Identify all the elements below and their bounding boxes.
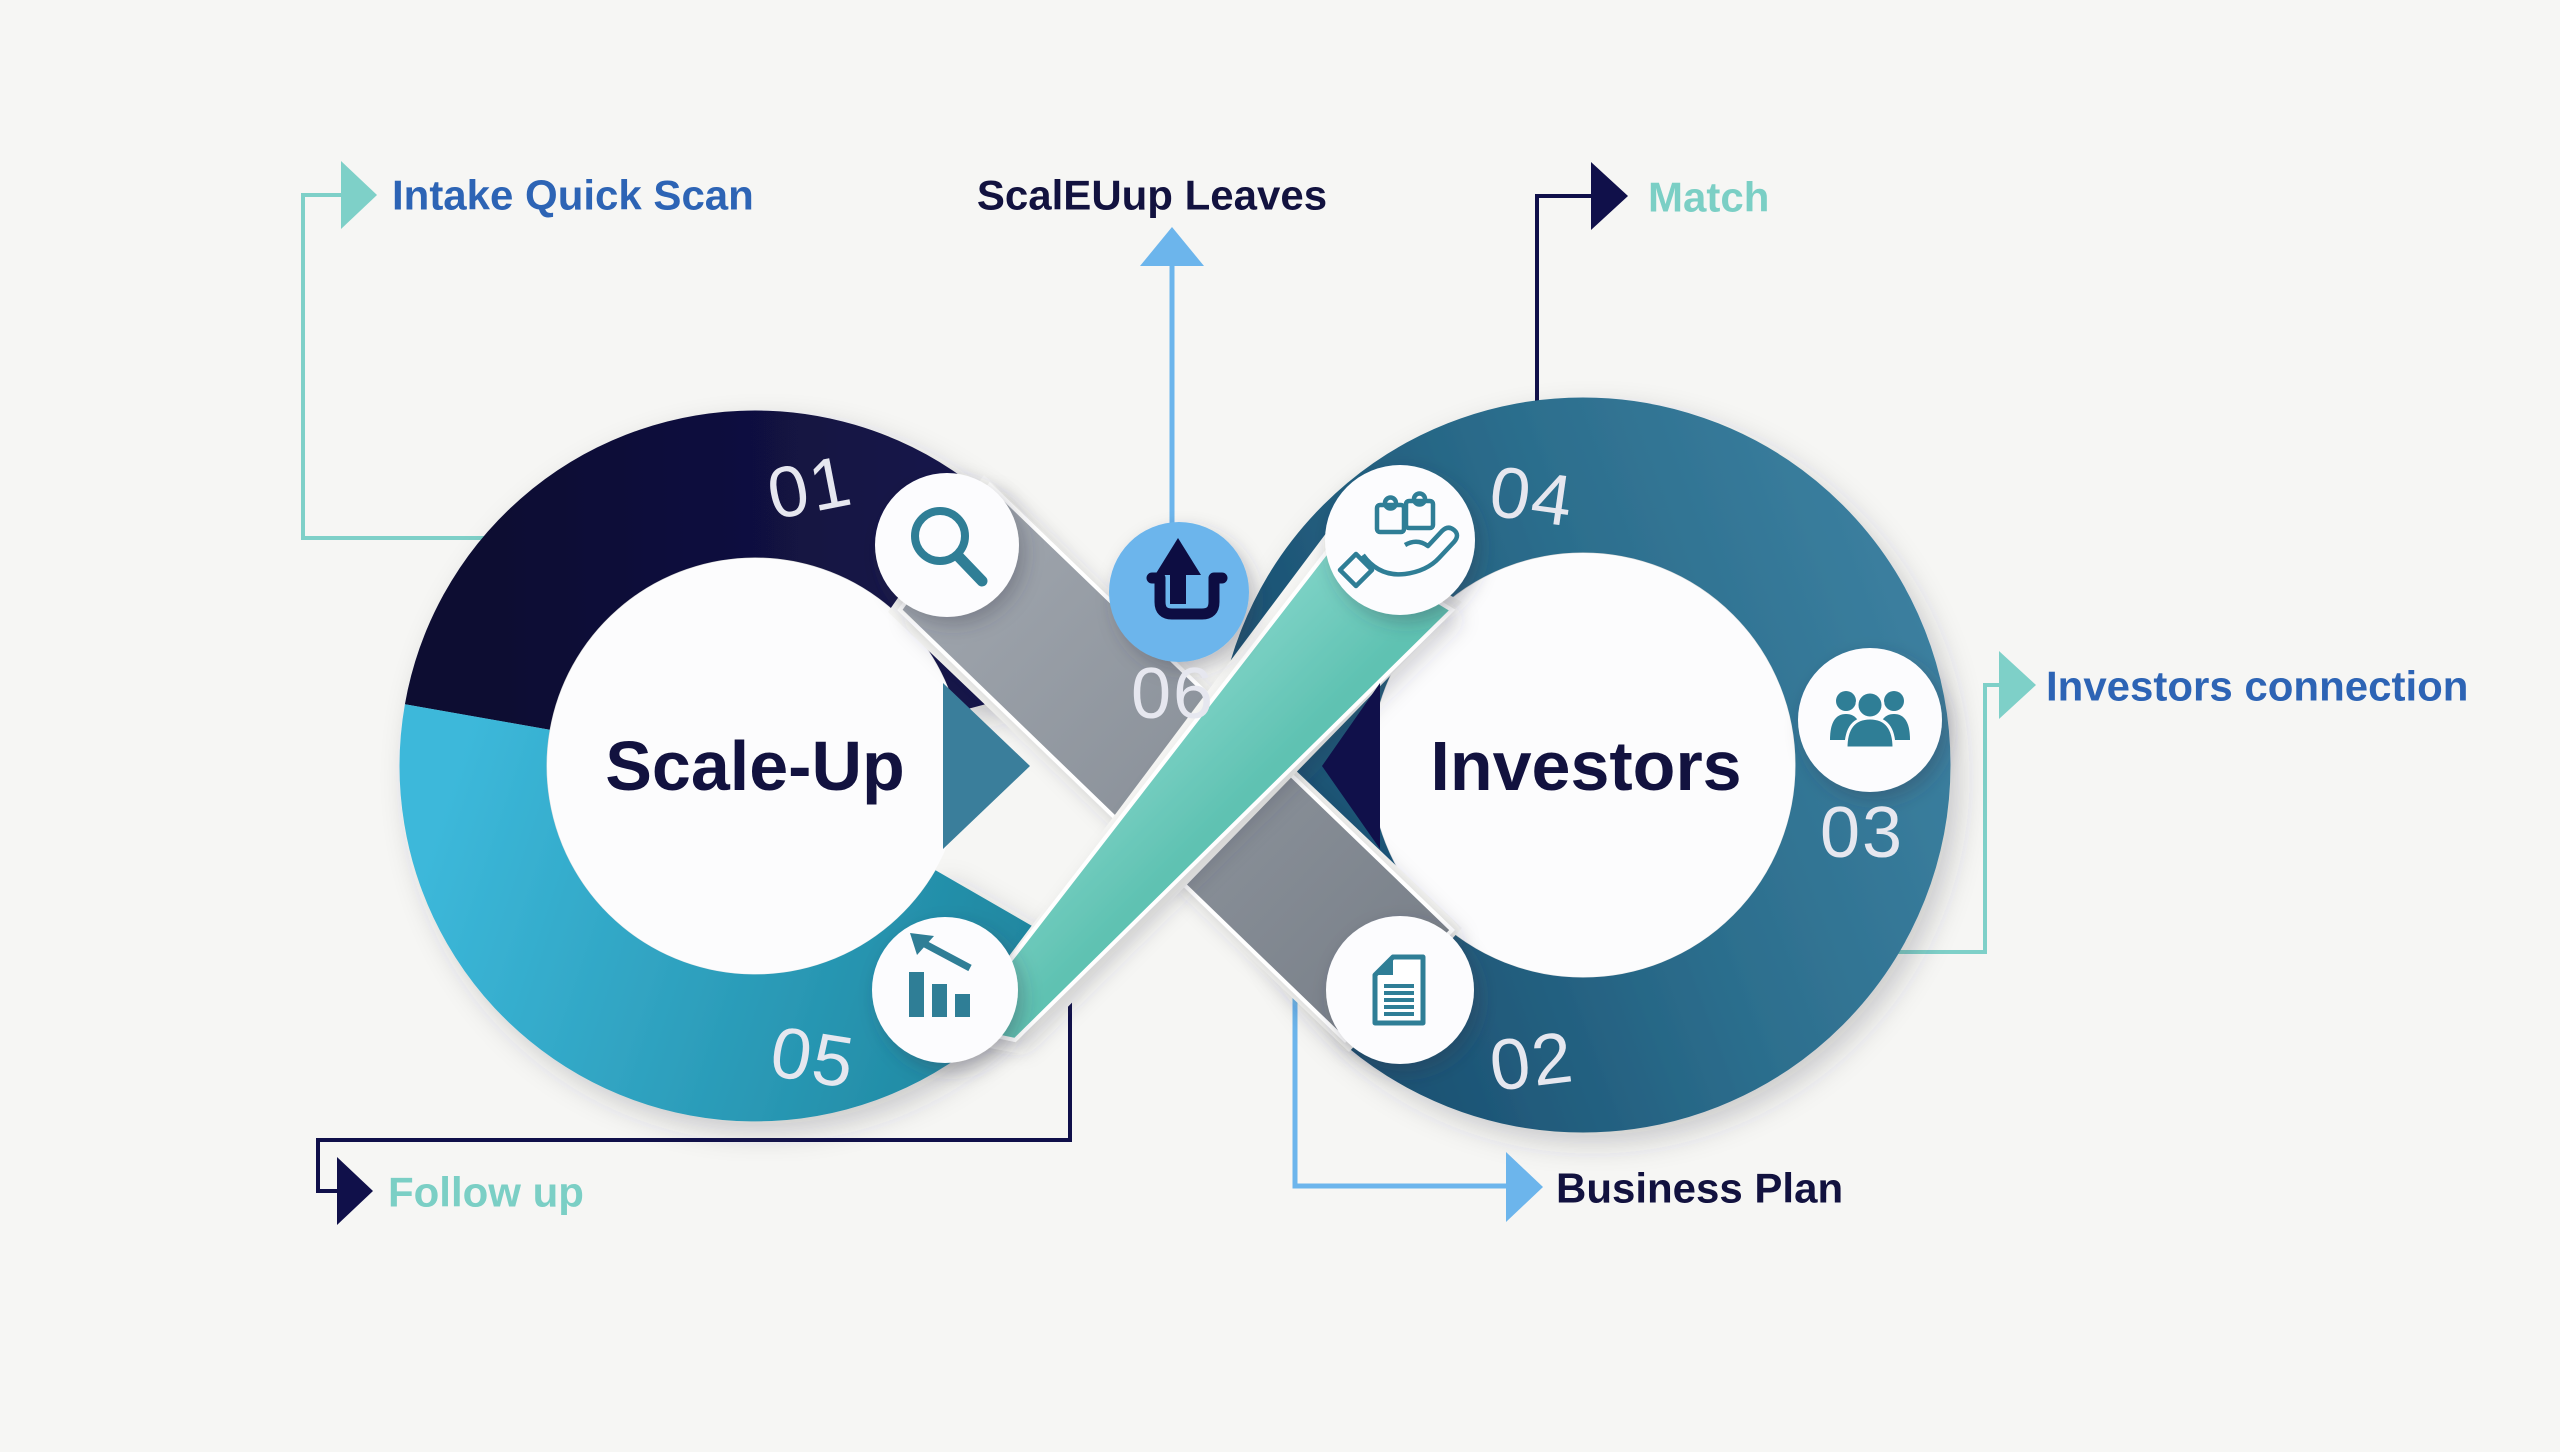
arrow-right-icon — [1999, 651, 2036, 719]
step-02-number: 02 — [1485, 1017, 1578, 1107]
arrow-right-icon — [337, 1157, 373, 1225]
intake-connector-line — [301, 193, 488, 540]
callout-intake-quick-scan: Intake Quick Scan — [341, 161, 754, 229]
callout-follow-up: Follow up — [337, 1157, 584, 1225]
investors-connection-connector-line — [1886, 683, 1999, 954]
step-03-circle — [1798, 648, 1942, 792]
step-05-number: 05 — [765, 1012, 861, 1104]
scaleup-pointer-icon — [943, 683, 1030, 849]
hand-puzzle-icon — [1337, 491, 1460, 589]
step-04-number: 04 — [1485, 452, 1579, 543]
callout-match: Match — [1591, 162, 1769, 230]
bar-chart-icon — [909, 933, 972, 1017]
scaleup-inner-circle — [547, 558, 963, 974]
step-06-circle — [1109, 522, 1249, 662]
arrow-right-icon — [1506, 1152, 1543, 1222]
callout-business-plan: Business Plan — [1506, 1152, 1843, 1222]
people-group-icon — [1830, 690, 1910, 750]
arrow-right-icon — [1591, 162, 1628, 230]
step-05-circle — [872, 917, 1018, 1063]
follow-up-connector-line — [316, 995, 1072, 1193]
intake-quick-scan-label: Intake Quick Scan — [392, 172, 754, 219]
callout-scaleuup-leaves: ScalEUup Leaves — [977, 172, 1327, 266]
step-04-circle — [1325, 465, 1475, 615]
follow-up-label: Follow up — [388, 1169, 584, 1216]
connector-lines — [301, 193, 1999, 1193]
investors-pointer-icon — [1322, 683, 1380, 849]
arrow-right-icon — [341, 161, 377, 229]
callout-investors-connection: Investors connection — [1999, 651, 2468, 719]
upload-icon — [1146, 538, 1228, 620]
investors-connection-label: Investors connection — [2046, 663, 2468, 710]
match-label: Match — [1648, 174, 1769, 221]
step-01-circle — [875, 473, 1019, 617]
magnifier-icon — [911, 507, 988, 587]
investors-title: Investors — [1430, 727, 1741, 805]
investors-inner-circle — [1371, 553, 1795, 977]
match-connector-line — [1535, 194, 1591, 412]
scaleuup-leaves-label: ScalEUup Leaves — [977, 172, 1327, 219]
arrow-up-icon — [1140, 227, 1204, 266]
business-plan-connector-line — [1292, 990, 1506, 1189]
step-06-number: 06 — [1131, 654, 1215, 734]
scaleup-title: Scale-Up — [605, 727, 905, 805]
step-01-number: 01 — [761, 441, 859, 536]
step-03-number: 03 — [1820, 793, 1904, 873]
step-02-circle — [1326, 916, 1474, 1064]
business-plan-label: Business Plan — [1556, 1165, 1843, 1212]
document-icon — [1372, 954, 1426, 1026]
